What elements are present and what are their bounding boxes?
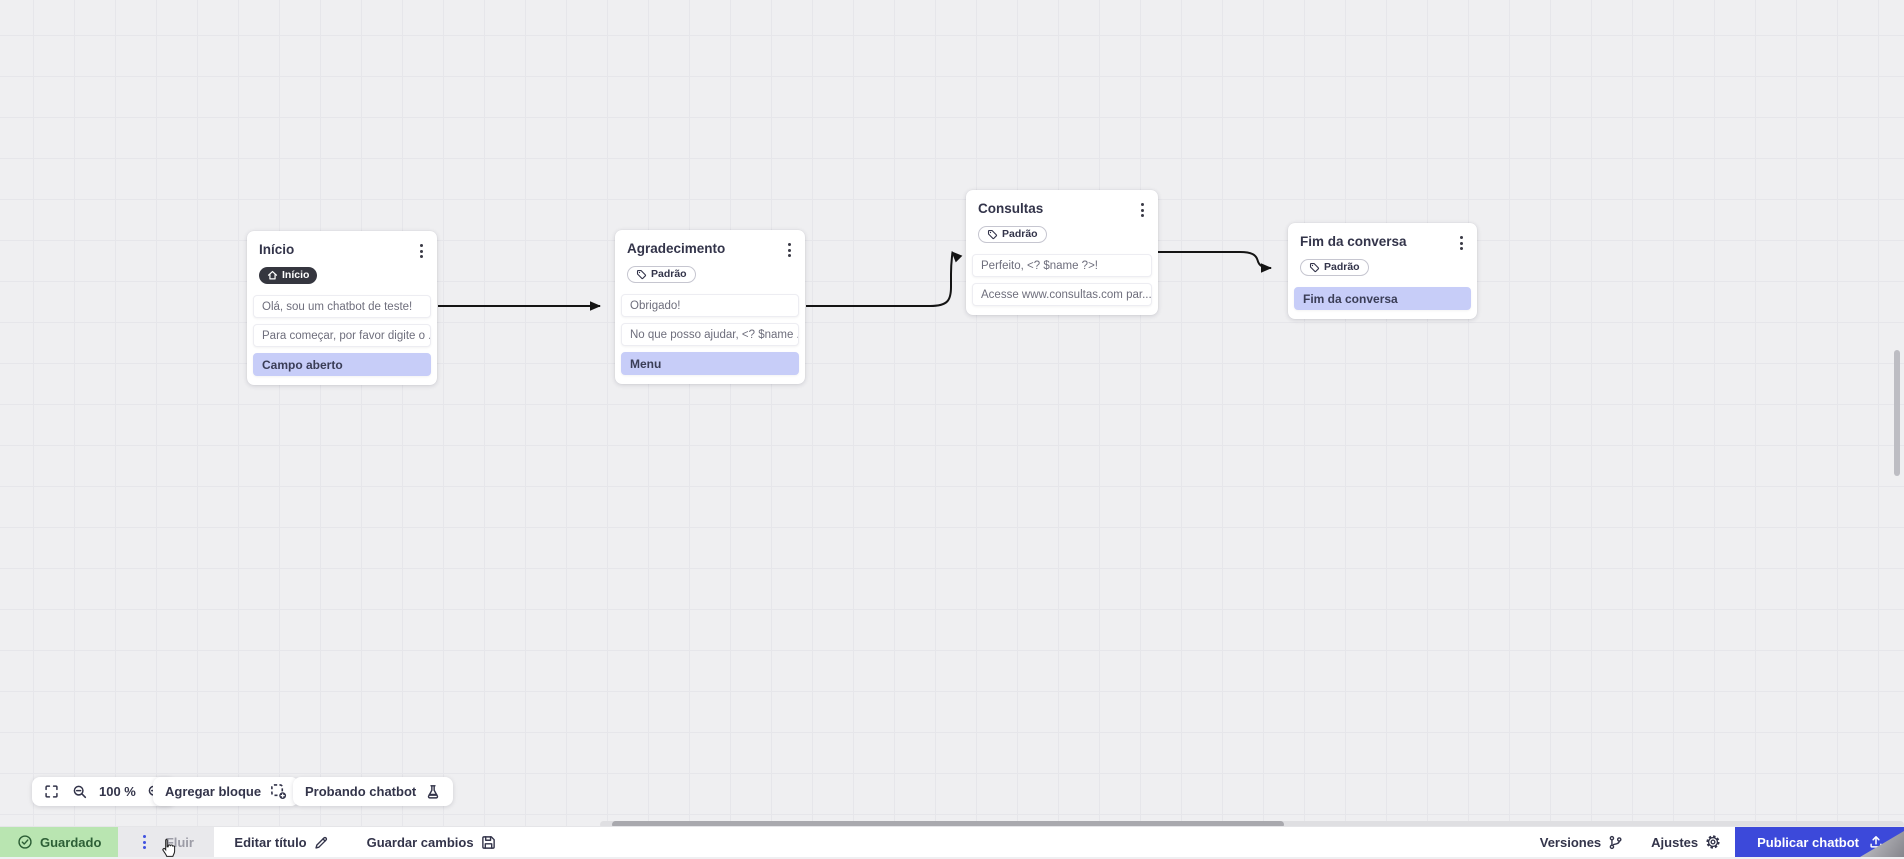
message-row[interactable]: Acesse www.consultas.com par... (972, 283, 1152, 306)
saved-status-label: Guardado (40, 834, 102, 850)
node-type-badge: Padrão (627, 266, 696, 283)
flow-node-agradecimento[interactable]: Agradecimento Padrão Obrigado! No que po… (615, 230, 805, 384)
zoom-level-label: 100 % (99, 784, 136, 799)
tag-icon (987, 229, 998, 240)
message-row[interactable]: Para começar, por favor digite o ... (253, 324, 431, 347)
end-row[interactable]: Fim da conversa (1294, 287, 1471, 310)
node-type-label: Padrão (1324, 261, 1360, 273)
status-bar: Guardado Fluir Editar título Guardar cam… (0, 826, 1904, 857)
gear-icon (1706, 835, 1720, 849)
publish-chatbot-label: Publicar chatbot (1757, 834, 1859, 850)
settings-label: Ajustes (1651, 834, 1699, 850)
flow-canvas[interactable]: Início Início Olá, sou um chatbot de tes… (0, 0, 1904, 828)
message-row[interactable]: No que posso ajudar, <? $name ... (621, 323, 799, 346)
flow-name-tab[interactable]: Fluir (118, 827, 215, 857)
edit-title-button[interactable]: Editar título (214, 827, 342, 857)
zoom-out-button[interactable] (68, 784, 92, 800)
horizontal-scrollbar-thumb[interactable] (612, 821, 1284, 828)
input-row[interactable]: Campo aberto (253, 353, 431, 376)
status-bar-right: Versiones Ajustes Publicar chatbot (1526, 827, 1904, 857)
test-chatbot-button[interactable]: Probando chatbot (293, 777, 454, 806)
node-title: Agradecimento (627, 241, 726, 256)
publish-icon (1870, 836, 1882, 848)
node-type-label: Padrão (1002, 228, 1038, 240)
pencil-icon (314, 836, 327, 849)
node-type-label: Padrão (651, 268, 687, 280)
flow-name-label: Fluir (165, 834, 194, 850)
add-block-label: Agregar bloque (165, 784, 262, 799)
save-changes-label: Guardar cambios (366, 834, 474, 850)
flask-icon (428, 784, 439, 799)
flow-menu-icon[interactable] (139, 832, 150, 852)
test-chatbot-label: Probando chatbot (305, 784, 417, 799)
message-rows: Perfeito, <? $name ?>! Acesse www.consul… (972, 254, 1152, 306)
tag-icon (636, 269, 647, 280)
branch-icon (1609, 835, 1622, 849)
node-type-badge: Início (259, 267, 318, 284)
node-menu-icon[interactable] (1456, 233, 1467, 253)
message-row[interactable]: Obrigado! (621, 294, 799, 317)
node-header: Agradecimento (621, 240, 799, 260)
message-rows: Fim da conversa (1294, 287, 1471, 310)
message-row[interactable]: Olá, sou um chatbot de teste! (253, 295, 431, 318)
node-menu-icon[interactable] (416, 241, 427, 261)
versions-button[interactable]: Versiones (1526, 827, 1637, 857)
node-header: Consultas (972, 200, 1152, 220)
add-block-button[interactable]: Agregar bloque (153, 777, 300, 806)
add-block-icon (271, 784, 287, 800)
tag-icon (1309, 262, 1320, 273)
fullscreen-button[interactable] (40, 784, 63, 799)
publish-chatbot-button[interactable]: Publicar chatbot (1735, 827, 1904, 857)
node-title: Início (259, 242, 295, 257)
edit-title-label: Editar título (234, 834, 307, 850)
save-icon (481, 835, 495, 849)
connection-arrows (438, 251, 1272, 311)
node-header: Fim da conversa (1294, 233, 1471, 253)
menu-row[interactable]: Menu (621, 352, 799, 375)
node-menu-icon[interactable] (784, 240, 795, 260)
message-rows: Obrigado! No que posso ajudar, <? $name … (621, 294, 799, 375)
node-title: Consultas (978, 201, 1044, 216)
node-type-label: Início (282, 269, 310, 281)
save-changes-button[interactable]: Guardar cambios (343, 827, 510, 857)
node-menu-icon[interactable] (1137, 200, 1148, 220)
node-type-badge: Padrão (1300, 259, 1369, 276)
node-title: Fim da conversa (1300, 234, 1407, 249)
settings-button[interactable]: Ajustes (1637, 827, 1735, 857)
node-header: Início (253, 241, 431, 261)
node-type-badge: Padrão (978, 226, 1047, 243)
message-rows: Olá, sou um chatbot de teste! Para começ… (253, 295, 431, 376)
home-icon (267, 270, 278, 280)
fullscreen-icon (45, 785, 58, 798)
check-circle-icon (18, 835, 32, 849)
message-row[interactable]: Perfeito, <? $name ?>! (972, 254, 1152, 277)
saved-status-badge: Guardado (0, 827, 119, 857)
flow-node-consultas[interactable]: Consultas Padrão Perfeito, <? $name ?>! … (966, 190, 1158, 315)
zoom-out-icon (73, 785, 87, 798)
flow-node-fim-da-conversa[interactable]: Fim da conversa Padrão Fim da conversa (1288, 223, 1477, 319)
versions-label: Versiones (1539, 834, 1602, 850)
vertical-scrollbar-thumb[interactable] (1894, 350, 1900, 476)
flow-node-inicio[interactable]: Início Início Olá, sou um chatbot de tes… (247, 231, 437, 385)
